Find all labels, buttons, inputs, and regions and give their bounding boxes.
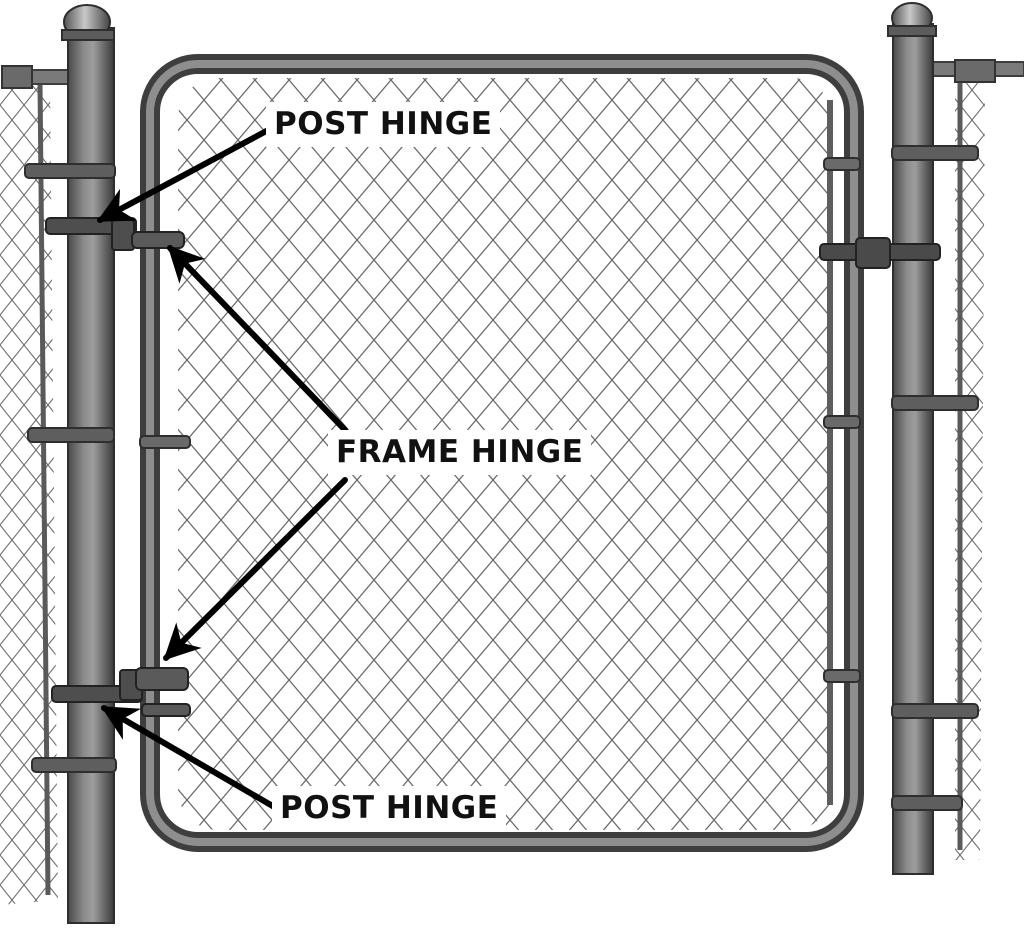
post-hinge-bottom-label: POST HINGE xyxy=(272,786,507,832)
arrow-frame-hinge-bottom xyxy=(163,477,348,661)
frame-hinge-top xyxy=(131,231,185,249)
gate-latch xyxy=(819,237,941,269)
gate-clamps xyxy=(139,157,861,683)
left-fence-mesh xyxy=(0,80,58,905)
left-top-rail xyxy=(1,65,73,89)
frame-hinge-bottom xyxy=(135,667,191,717)
left-post xyxy=(61,4,115,924)
post-hinge-top xyxy=(45,217,137,251)
right-top-rail xyxy=(929,59,1024,83)
arrow-frame-hinge-top xyxy=(167,245,348,433)
gate-frame xyxy=(140,54,864,852)
arrow-post-hinge-bottom xyxy=(100,705,279,811)
left-tension-bands xyxy=(24,163,117,773)
callout-arrows xyxy=(96,125,348,811)
right-fence-mesh xyxy=(955,78,985,860)
post-hinge-top-label: POST HINGE xyxy=(266,102,501,148)
frame-hinge-label: FRAME HINGE xyxy=(328,430,592,476)
right-post xyxy=(887,2,937,875)
right-tension-bands xyxy=(891,145,979,811)
arrow-post-hinge-top xyxy=(96,125,275,223)
